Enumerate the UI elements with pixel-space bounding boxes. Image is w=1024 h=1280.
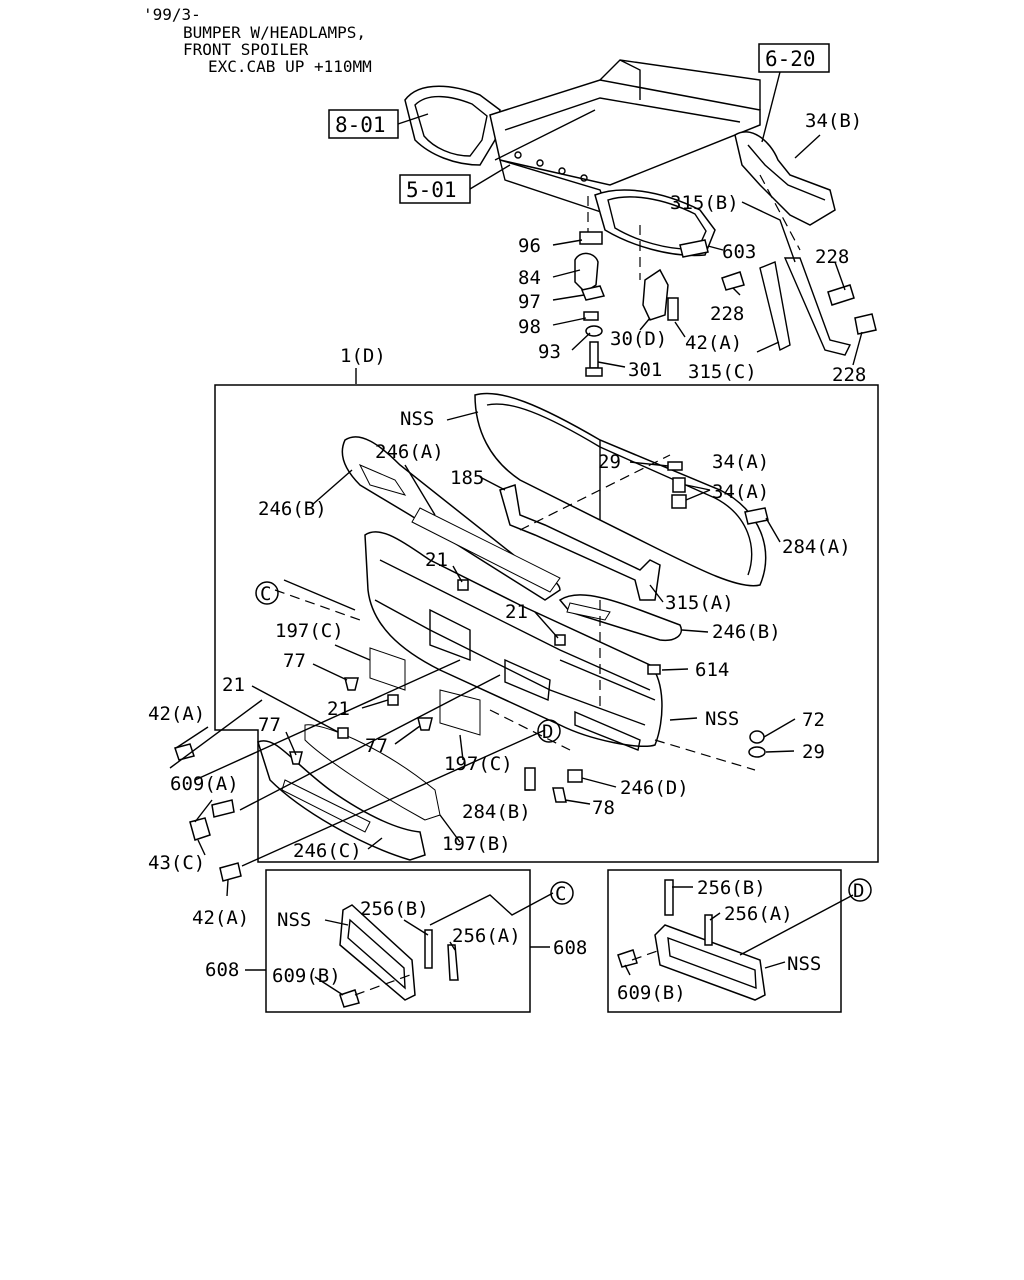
label-301: 301 [628,359,662,381]
ref-5-01-label: 5-01 [406,178,457,202]
label-34a-2: 34(A) [712,481,769,503]
ref-8-01-label: 8-01 [335,113,386,137]
inset-d-256a: 256(A) [724,903,793,925]
label-98: 98 [518,316,541,338]
label-197c-bottom: 197(C) [444,753,513,775]
label-42a-top: 42(A) [685,332,742,354]
ref-box-5-01: 5-01 [399,164,511,204]
label-246b-left: 246(B) [258,498,327,520]
label-77-c: 77 [365,735,388,757]
label-197b: 197(B) [442,833,511,855]
inset-c-callout-label: C [555,883,566,905]
label-42a-bottom: 42(A) [192,907,249,929]
label-315a: 315(A) [665,592,734,614]
callout-d-label: D [542,721,553,743]
inset-c-nss: NSS [277,909,311,931]
label-284b: 284(B) [462,801,531,823]
label-246c: 246(C) [293,840,362,862]
label-78: 78 [592,797,615,819]
label-228-upper: 228 [815,246,849,268]
inset-c-608-right: 608 [553,937,587,959]
callout-c-main: C [255,581,279,605]
header-date: '99/3- [143,5,201,24]
label-246a: 246(A) [375,441,444,463]
header-condition: EXC.CAB UP +110MM [208,57,372,76]
inset-c-256b: 256(B) [360,898,429,920]
inset-d-256b: 256(B) [697,877,766,899]
inset-c-drawing [265,869,554,1013]
bumper-assembly-drawing [174,384,879,882]
label-315c: 315(C) [688,361,757,383]
inset-c-256a: 256(A) [452,925,521,947]
leader-lines [169,134,863,996]
part-labels: 34(B) 315(B) 228 228 228 96 84 97 98 93 … [148,110,866,929]
label-97: 97 [518,291,541,313]
header-subtitle: FRONT SPOILER [183,40,309,59]
callout-c-label: C [260,583,271,605]
header-title: BUMPER W/HEADLAMPS, [183,23,366,42]
inset-d-609b: 609(B) [617,982,686,1004]
ref-box-6-20: 6-20 [758,43,830,143]
label-30d: 30(D) [610,328,667,350]
inset-d-nss: NSS [787,953,821,975]
label-77-a: 77 [283,650,306,672]
label-72: 72 [802,709,825,731]
label-228-lower: 228 [832,364,866,386]
frame-assembly-drawing [404,59,877,377]
label-21-c: 21 [222,674,245,696]
inset-d-drawing [607,869,854,1013]
inset-d-callout-label: D [853,880,864,902]
label-228-middle: 228 [710,303,744,325]
label-315b: 315(B) [670,192,739,214]
label-1d: 1(D) [340,345,386,367]
diagram-header: '99/3- BUMPER W/HEADLAMPS, FRONT SPOILER… [143,5,372,76]
label-609a: 609(A) [170,773,239,795]
label-614: 614 [695,659,729,681]
callout-d-main: D [537,719,561,743]
label-246d: 246(D) [620,777,689,799]
label-29-right: 29 [802,741,825,763]
inset-c-608-left: 608 [205,959,239,981]
label-nss-bumper: NSS [705,708,739,730]
inset-c-labels: NSS 256(B) 256(A) 608 608 609(B) [205,898,587,987]
callout-d-inset: D [848,878,872,902]
label-21-d: 21 [327,698,350,720]
label-42a-left: 42(A) [148,703,205,725]
label-21-b: 21 [505,601,528,623]
inset-c-609b: 609(B) [272,965,341,987]
label-246b-right: 246(B) [712,621,781,643]
label-603: 603 [722,241,756,263]
inset-d-labels: 256(B) 256(A) NSS 609(B) [617,877,821,1004]
ref-box-8-01: 8-01 [328,109,429,139]
label-284a: 284(A) [782,536,851,558]
label-nss-reinforcement: NSS [400,408,434,430]
label-93: 93 [538,341,561,363]
ref-6-20-label: 6-20 [765,47,816,71]
label-77-b: 77 [258,714,281,736]
label-43c: 43(C) [148,852,205,874]
label-34b: 34(B) [805,110,862,132]
label-185: 185 [450,467,484,489]
label-96: 96 [518,235,541,257]
callout-c-inset: C [550,881,574,905]
label-21-a: 21 [425,549,448,571]
label-29-top: 29 [598,451,621,473]
label-34a-1: 34(A) [712,451,769,473]
label-197c-top: 197(C) [275,620,344,642]
label-84: 84 [518,267,541,289]
